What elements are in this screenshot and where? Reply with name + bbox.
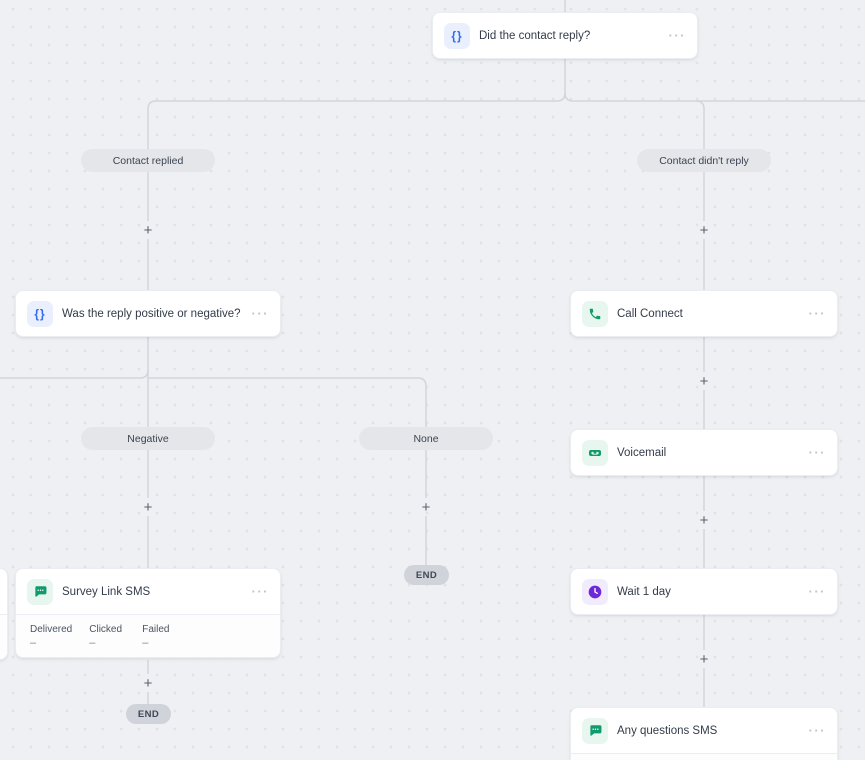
node-call-connect[interactable]: Call Connect ··· <box>570 290 838 337</box>
more-options-icon[interactable]: ··· <box>808 584 826 599</box>
node-voicemail[interactable]: Voicemail ··· <box>570 429 838 476</box>
end-terminator: END <box>126 704 171 724</box>
phone-icon <box>582 300 608 327</box>
node-title: Any questions SMS <box>617 724 718 737</box>
more-options-icon[interactable]: ··· <box>668 28 686 43</box>
node-title: Call Connect <box>617 307 683 320</box>
add-step-button[interactable]: + <box>699 511 709 529</box>
node-did-contact-reply[interactable]: {} Did the contact reply? ··· <box>432 12 698 59</box>
more-options-icon[interactable]: ··· <box>808 445 826 460</box>
more-options-icon[interactable]: ··· <box>251 306 269 321</box>
stat-clicked: Clicked – <box>89 624 123 649</box>
add-step-button[interactable]: + <box>699 650 709 668</box>
branch-label-negative: Negative <box>81 427 215 450</box>
curly-braces-icon: {} <box>27 300 53 327</box>
add-step-button[interactable]: + <box>699 221 709 239</box>
node-partial-left[interactable] <box>0 568 8 660</box>
node-title: Voicemail <box>617 446 667 459</box>
add-step-button[interactable]: + <box>143 221 153 239</box>
branch-label-contact-didnt-reply: Contact didn't reply <box>637 149 771 172</box>
branch-label-contact-replied: Contact replied <box>81 149 215 172</box>
curly-braces-icon: {} <box>444 22 470 49</box>
end-terminator: END <box>404 565 449 585</box>
node-was-reply-positive-or-negative[interactable]: {} Was the reply positive or negative? ·… <box>15 290 281 337</box>
node-any-questions-sms[interactable]: Any questions SMS ··· <box>570 707 838 760</box>
stat-delivered: Delivered – <box>30 624 73 649</box>
sms-stats <box>571 753 837 760</box>
clock-icon <box>582 578 608 605</box>
node-title: Wait 1 day <box>617 585 671 598</box>
more-options-icon[interactable]: ··· <box>808 306 826 321</box>
add-step-button[interactable]: + <box>699 372 709 390</box>
node-title: Did the contact reply? <box>479 29 591 42</box>
sms-stats: Delivered – Clicked – Failed – <box>16 614 280 657</box>
add-step-button[interactable]: + <box>421 498 431 516</box>
add-step-button[interactable]: + <box>143 498 153 516</box>
add-step-button[interactable]: + <box>143 674 153 692</box>
sms-icon <box>582 717 608 744</box>
node-survey-link-sms[interactable]: Survey Link SMS ··· Delivered – Clicked … <box>15 568 281 658</box>
node-title: Survey Link SMS <box>62 585 151 598</box>
more-options-icon[interactable]: ··· <box>808 723 826 738</box>
more-options-icon[interactable]: ··· <box>251 584 269 599</box>
sms-icon <box>27 578 53 605</box>
stat-failed: Failed – <box>142 624 170 649</box>
node-wait-1-day[interactable]: Wait 1 day ··· <box>570 568 838 615</box>
voicemail-icon <box>582 439 608 466</box>
branch-label-none: None <box>359 427 493 450</box>
node-title: Was the reply positive or negative? <box>62 307 241 320</box>
